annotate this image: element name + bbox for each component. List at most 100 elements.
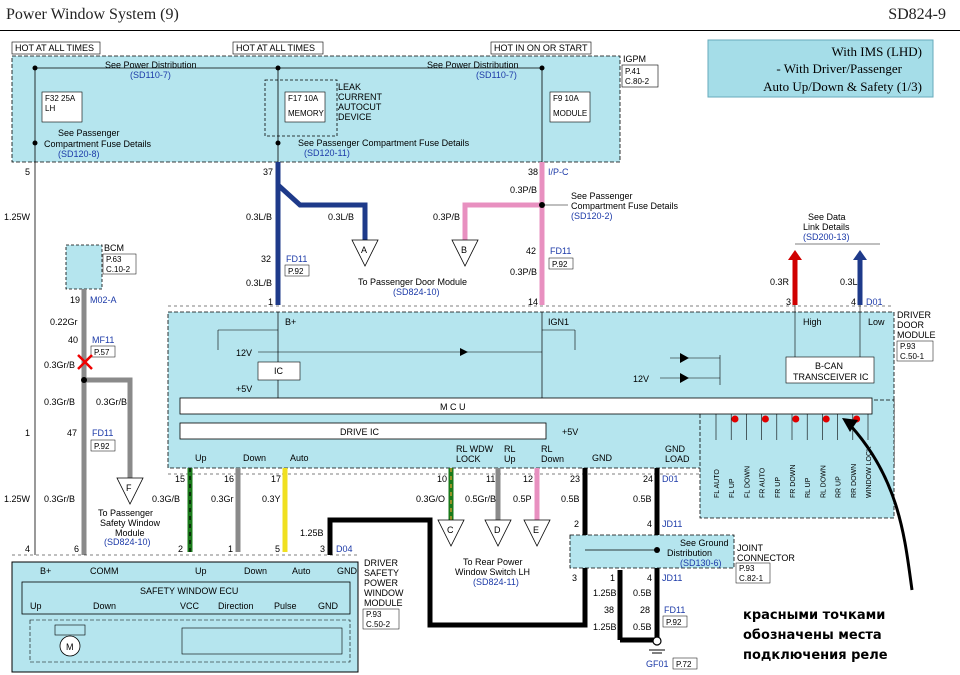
switch-label: FL UP <box>729 478 736 498</box>
swm-pulse: Pulse <box>274 601 297 611</box>
ref-pd1: See Power Distribution <box>105 60 197 70</box>
wire-03pb-1: 0.3P/B <box>510 185 537 195</box>
pin-e2: 2 <box>178 544 183 554</box>
conn-fd11d-p: P.92 <box>666 618 682 627</box>
passenger-door-code: (SD824-10) <box>393 287 440 297</box>
wire-03gb: 0.3G/B <box>152 494 180 504</box>
switch-label: FL AUTO <box>714 469 721 498</box>
ddm-ic: IC <box>274 366 284 376</box>
pin-1: 1 <box>268 297 273 307</box>
leak-l4: DEVICE <box>338 112 372 122</box>
ddm-gnd: GND <box>592 453 613 463</box>
relay-point-icon <box>792 415 800 423</box>
ddm-high: High <box>803 317 822 327</box>
pin-11: 11 <box>486 474 495 484</box>
bcm-conn: C.10-2 <box>106 265 131 274</box>
power-labels: HOT AT ALL TIMES HOT AT ALL TIMES HOT IN… <box>11 41 592 55</box>
terminal-a <box>351 239 379 267</box>
terminal-a-label: A <box>361 245 367 255</box>
conn-d04: D04 <box>336 544 353 554</box>
ddm-bplus: B+ <box>285 317 296 327</box>
switch-label: WINDOW LOCK <box>866 446 873 498</box>
wire-05b-2: 0.5B <box>633 494 652 504</box>
pin-17: 17 <box>271 474 281 484</box>
wire-022gr: 0.22Gr <box>50 317 78 327</box>
conn-fd11d: FD11 <box>664 605 685 615</box>
pin-4: 4 <box>851 297 856 307</box>
wire-03l: 0.3L <box>840 277 858 287</box>
leak-l3: AUTOCUT <box>338 102 382 112</box>
drive-ic <box>179 422 547 440</box>
pin-19: 19 <box>70 295 80 305</box>
terminal-b <box>451 239 479 267</box>
wire-125w-b: 1.25W <box>4 494 31 504</box>
conn-fd11c: FD11 <box>92 428 113 438</box>
swm-vcc: VCC <box>180 601 200 611</box>
pin-10: 10 <box>437 474 447 484</box>
wire-125b-3: 1.25B <box>593 622 617 632</box>
ddm-12v-a: 12V <box>236 348 252 358</box>
fuse-f17-label: F17 10A <box>288 94 319 103</box>
ddm-can2: TRANSCEIVER IC <box>793 372 869 382</box>
pin-42: 42 <box>526 246 536 256</box>
swm-page: P.93 <box>366 610 382 619</box>
fuse-f32-sub: LH <box>45 104 55 113</box>
conn-gf01-p: P.72 <box>676 660 692 669</box>
ref-pcf1-code: (SD120-8) <box>58 149 100 159</box>
conn-mf11: MF11 <box>92 335 114 345</box>
leak-l1: LEAK <box>338 82 361 92</box>
ref-gd-code: (SD130-6) <box>680 558 722 568</box>
conn-m02a: M02-A <box>90 295 117 305</box>
hot-label-2: HOT AT ALL TIMES <box>236 43 315 53</box>
wire-03lb-3: 0.3L/B <box>246 278 272 288</box>
hot-label-1: HOT AT ALL TIMES <box>15 43 94 53</box>
leak-l2: CURRENT <box>338 92 383 102</box>
pin-3: 3 <box>786 297 791 307</box>
rear-switch-code: (SD824-11) <box>473 577 519 587</box>
terminal-f <box>116 477 144 505</box>
pin-j1: 1 <box>610 573 615 583</box>
ddm-up: Up <box>195 453 207 463</box>
terminal-c <box>437 519 465 547</box>
relay-point-icon <box>761 415 769 423</box>
can-transceiver <box>785 356 875 384</box>
ddm-rl-dn1: RL <box>541 444 553 454</box>
fuse-f9-sub: MODULE <box>553 109 587 118</box>
joint-l1: JOINT <box>737 543 764 553</box>
pin-47: 47 <box>67 428 77 438</box>
wire-03lb-2: 0.3L/B <box>328 212 354 222</box>
wire-05b-3: 0.5B <box>633 588 652 598</box>
pin-32: 32 <box>261 254 271 264</box>
switch-label: RL UP <box>805 477 812 498</box>
joint-connector <box>569 534 735 569</box>
switch-label: RR DOWN <box>851 464 858 498</box>
fuse-f32 <box>41 91 83 123</box>
mcu-bar <box>179 397 873 415</box>
annotation-l2: обозначены места <box>743 628 882 643</box>
swm-down: Down <box>244 566 267 576</box>
igpm-page: P.41 <box>625 67 641 76</box>
wire-125b-c: 1.25B <box>300 528 324 538</box>
switch-label: RR UP <box>836 476 843 498</box>
ddm-gnd-load1: GND <box>665 444 686 454</box>
wire-03grb-4: 0.3Gr/B <box>44 494 75 504</box>
safety-ref-l1: To Passenger <box>98 508 153 518</box>
wire-03grb-2: 0.3Gr/B <box>44 397 75 407</box>
conn-mf11-p: P.57 <box>94 348 110 357</box>
swm-gnd2: GND <box>318 601 339 611</box>
pin-14: 14 <box>528 297 538 307</box>
joint-conn: C.82-1 <box>739 574 764 583</box>
swm-direction: Direction <box>218 601 254 611</box>
annotation-arrow <box>848 423 914 591</box>
swm-t3: POWER <box>364 578 399 588</box>
terminal-f-label: F <box>126 483 132 493</box>
joint-l2: CONNECTOR <box>737 553 795 563</box>
ddm-t3: MODULE <box>897 330 936 340</box>
swm-bplus: B+ <box>40 566 51 576</box>
pin-j3: 3 <box>572 573 577 583</box>
switch-label: RL DOWN <box>820 465 827 498</box>
conn-gf01: GF01 <box>646 659 669 669</box>
ic-box <box>257 361 301 381</box>
info-box <box>707 39 934 98</box>
ddm-gnd-load2: LOAD <box>665 454 690 464</box>
